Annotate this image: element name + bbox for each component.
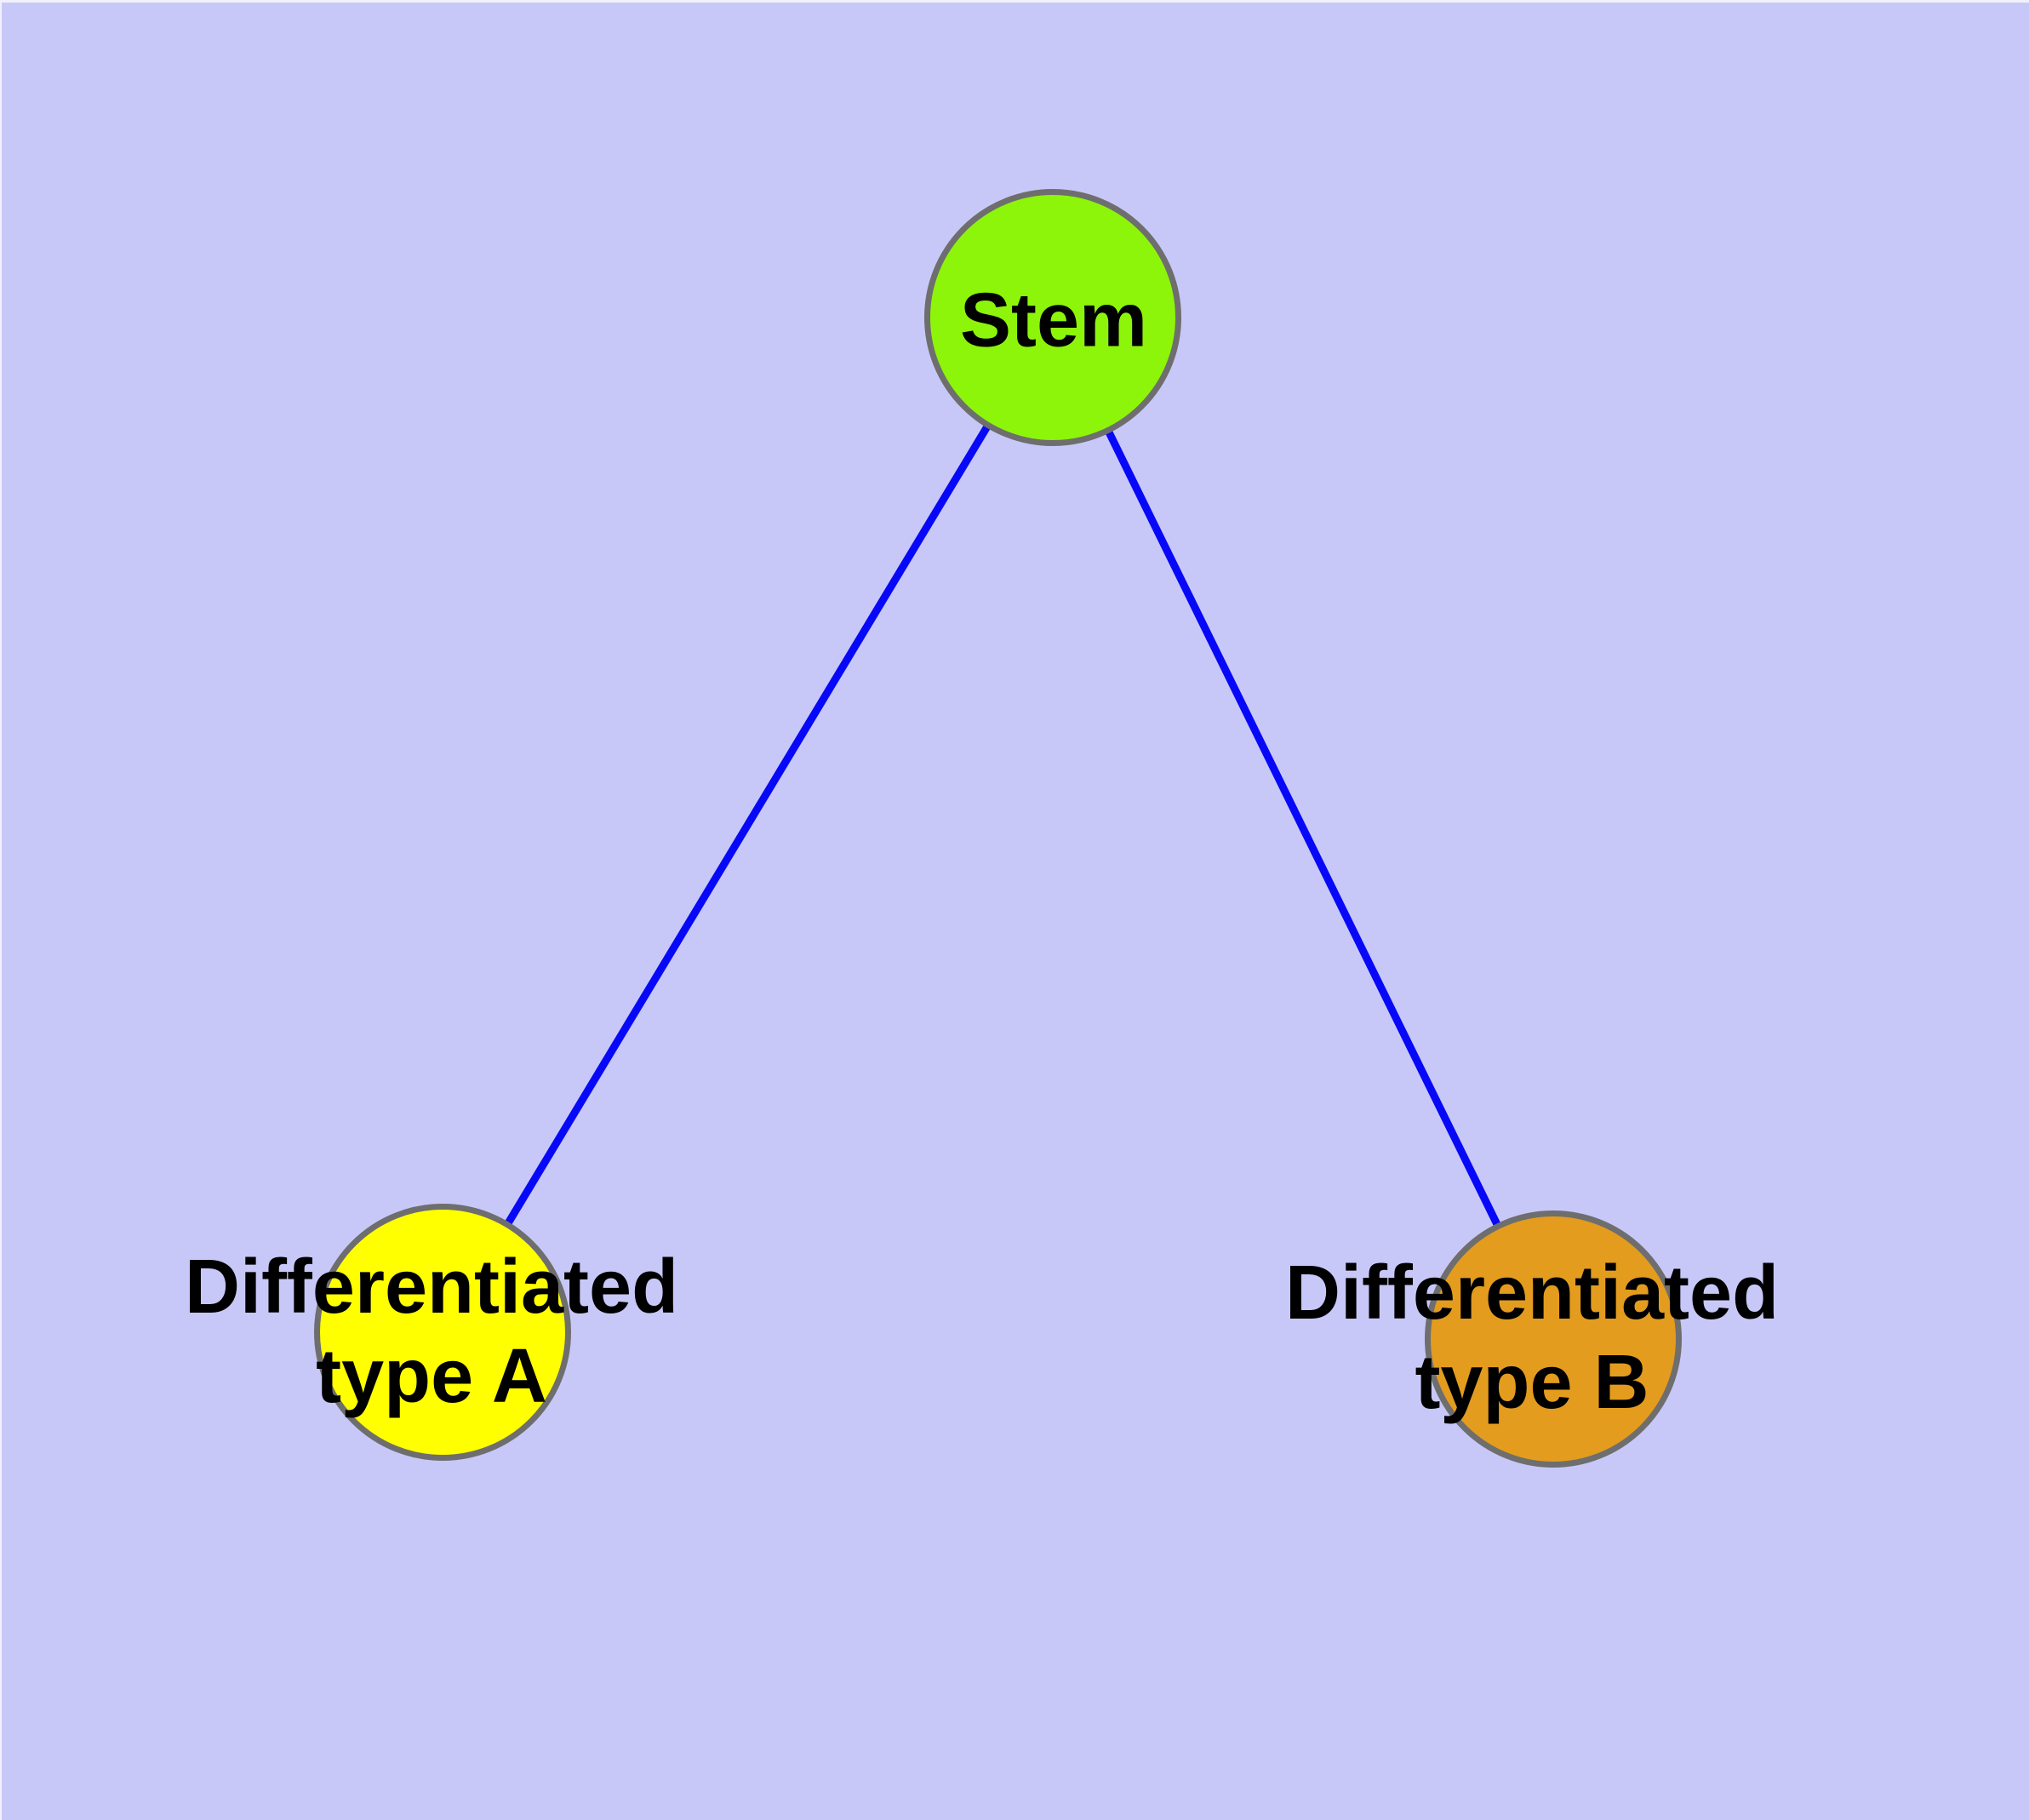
node-type-a-label-line2: type A [316, 1334, 547, 1419]
edge-stem-to-type-a [439, 315, 1056, 1335]
node-type-a-label: Differentiated type A [185, 1243, 678, 1422]
node-type-a-label-line1: Differentiated [184, 1245, 679, 1330]
node-stem-label: Stem [960, 277, 1147, 366]
node-stem [924, 189, 1181, 446]
node-type-b-label-line2: type B [1415, 1340, 1649, 1425]
window-left-edge [0, 0, 2, 1820]
node-stem-label-text: Stem [959, 278, 1148, 363]
window-top-edge [0, 0, 2029, 3]
node-differentiated-type-b [1425, 1210, 1682, 1468]
node-differentiated-type-a [314, 1204, 571, 1461]
node-type-b-label-line1: Differentiated [1284, 1251, 1780, 1336]
node-type-b-label: Differentiated type B [1285, 1249, 1779, 1428]
edge-stem-to-type-b [1049, 316, 1557, 1341]
